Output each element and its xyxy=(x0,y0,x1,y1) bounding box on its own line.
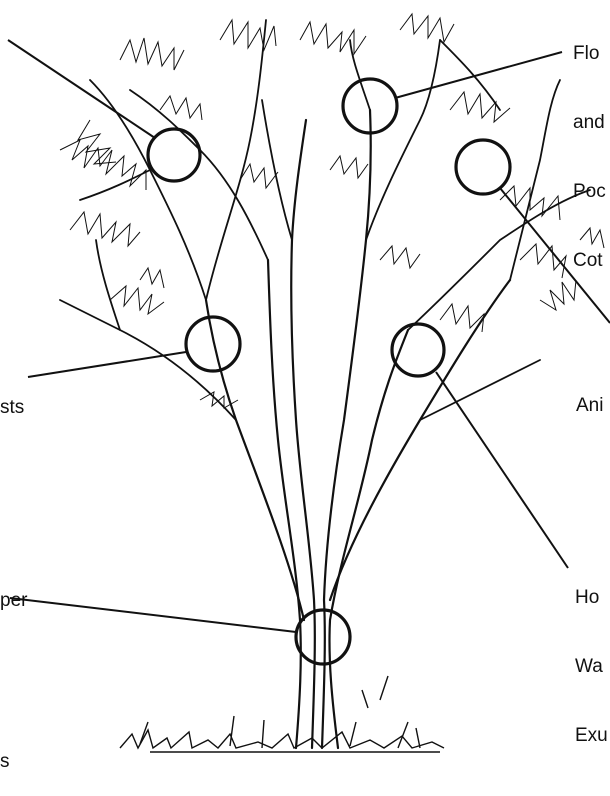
callout-circle-upper-right xyxy=(456,140,510,194)
label-top-right: Flo and Poc Cot xyxy=(573,0,606,295)
leader-trunk xyxy=(10,598,296,632)
leader-mid-left xyxy=(28,352,186,377)
label-bottom-left: per s xyxy=(0,543,27,796)
leader-upper-left xyxy=(8,40,155,138)
foliage xyxy=(60,14,604,408)
label-mid-left: sts xyxy=(0,350,24,442)
tree-diagram xyxy=(0,0,610,766)
label-lower-right: Ho Wa Exu xyxy=(575,540,608,770)
trunk xyxy=(206,110,510,748)
label-mid-right: Ani xyxy=(576,348,603,440)
ground-grass xyxy=(120,676,444,752)
leader-lower-right xyxy=(436,372,568,568)
leader-top-center xyxy=(395,52,562,98)
callout-circle-mid-left xyxy=(186,317,240,371)
callout-circle-trunk xyxy=(296,610,350,664)
callout-circles xyxy=(148,79,510,664)
callout-circle-upper-left xyxy=(148,129,200,181)
